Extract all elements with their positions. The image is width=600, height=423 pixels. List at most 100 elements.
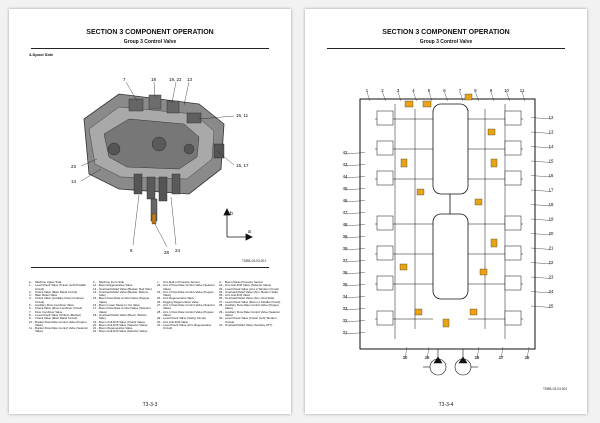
schematic-frame [359, 98, 536, 350]
legend-item: 19 -Boom Anti-Drift Valve (Check Valve) [93, 319, 153, 324]
schematic-label: 35 [343, 282, 348, 287]
callout-19-22: 19, 22 [169, 77, 182, 82]
legend-item-text: Check Valve (Main Relief Circuit) [35, 289, 78, 294]
legend-item-number: 23 - [157, 283, 162, 288]
leader-line [444, 91, 448, 102]
legend-item-number: 32 - [219, 283, 224, 288]
schematic-label: 3 [397, 88, 400, 93]
legend-item-number: 37 - [219, 299, 224, 304]
legend-item-text: Arm 2 Flow Rate Control Valve (Poppet Va… [163, 289, 214, 298]
legend-item: 32 -Arm Anti-Drift Valve (Selector Valve… [219, 283, 281, 288]
legend-item-text: Bucket Flow Rate Control Valve (Poppet V… [35, 319, 87, 327]
legend-item: 36 -Overload Relief Valve (Arm: Rod Side… [219, 297, 281, 301]
schematic-label: 23 [549, 275, 554, 280]
legend-item: 16 -Boom Lower Meter-In Cut Valve [93, 303, 153, 307]
callout-7: 7 [123, 77, 126, 82]
legend-item-text: Boom Raise Pressure Sensor [225, 280, 264, 284]
legend-item-text: Load Check Valve (Orifice) (Bucket) [35, 312, 81, 317]
legend-item-text: Overload Relief Valve (Bucket: Rod Side) [99, 286, 152, 291]
schematic-label: 30 [403, 355, 408, 360]
leader-line [490, 91, 495, 102]
legend-item-number: 7 - [29, 309, 33, 314]
schematic-label: 14 [549, 144, 554, 149]
legend-item-number: 26 - [157, 299, 162, 304]
leader-line [344, 320, 366, 323]
legend-item: 37 -Load Check Valve (Boom 2 Parallel Ci… [219, 299, 281, 304]
leader-line [521, 91, 526, 102]
legend-item: 20 -Boom Anti-Drift Valve (Selector Valv… [93, 323, 153, 327]
schematic-label: 4 [412, 88, 415, 93]
schematic-label: 9 [490, 88, 493, 93]
legend-item-number: 12 - [93, 283, 98, 288]
schematic-label: 12 [549, 115, 554, 120]
legend-item-text: Overload Relief Valve (Arm: Bottom Side) [225, 289, 279, 294]
schematic-label: 19 [549, 217, 554, 222]
legend-item-text: Main Relief Valve [35, 293, 58, 298]
legend-item-number: 38 - [219, 303, 224, 308]
schematic-label: 6 [443, 88, 446, 93]
leader-line [530, 204, 552, 207]
legend-item-text: Overload Relief Valve (Boom: Bottom Side… [99, 312, 147, 321]
callout-16-11: 16, 11 [236, 113, 249, 118]
legend-item: 29 -Load Check Valve (Swing Circuit) [157, 316, 217, 321]
legend-item-text: Load Check Valve (Arm Regenerative Circu… [163, 322, 212, 331]
legend-item-text: Auxiliary Flow Rate Control Valve (Poppe… [225, 303, 279, 311]
leader-line [344, 296, 366, 299]
internal-passages [375, 104, 523, 339]
leader-line [530, 160, 552, 163]
legend-item-text: Load Check Valve (Travel (Left) Tandem C… [225, 316, 277, 324]
legend-item: 8 -Load Check Valve (Orifice) (Bucket) [29, 312, 89, 317]
legend-item-text: Arm Regenerative Valve [163, 296, 195, 301]
legend-item-text: Arm 1 Flow Rate Control Valve (Selector … [163, 303, 215, 311]
schematic-label: 25 [549, 304, 554, 309]
schematic-label: 42 [343, 150, 348, 155]
legend-item-text: Load Check Valve (Travel (Left) Parallel… [35, 283, 86, 291]
legend-item: a -Machine Upper Side [29, 280, 89, 284]
legend-item-text: Arm 1 Flow Rate Control Valve (Poppet Va… [163, 309, 214, 317]
schematic-label: 5 [428, 88, 431, 93]
leader-line [344, 260, 366, 263]
leader-line [397, 91, 402, 102]
section-title: SECTION 3 COMPONENT OPERATION [382, 29, 510, 36]
legend-item-text: Arm 2 Flow Rate Control Valve (Selector … [163, 283, 215, 291]
legend-rule [31, 267, 269, 268]
legend-item-number: 39 - [219, 309, 224, 314]
schematic-label: 45 [343, 186, 348, 191]
legend-item-text: Machine Upper Side [35, 280, 62, 284]
legend-item-number: 30 - [157, 319, 162, 324]
legend-item: 33 -Load Check Valve (Arm 2 Tandem Circu… [219, 287, 281, 291]
schematic-label: 29 [425, 355, 430, 360]
leader-line [344, 308, 366, 311]
schematic-label: 13 [549, 130, 554, 135]
legend-item-number: 34 - [219, 289, 224, 294]
leader-line [530, 276, 552, 279]
schematic-label: 44 [343, 174, 348, 179]
title-rule [31, 48, 269, 49]
legend-item-number: 35 - [219, 293, 224, 298]
schematic-label: 17 [549, 188, 554, 193]
legend-item: 14 -Overload Relief Valve (Bucket: Botto… [93, 290, 153, 298]
legend-item-number: 5 - [29, 303, 33, 308]
legend-item-text: Load Check Valve (Boom 2 Parallel Circui… [225, 299, 281, 304]
legend-item-text: Boom Anti-Drift Valve (Check Valve) [99, 319, 145, 324]
legend-item-number: 6 - [29, 306, 33, 311]
schematic-label: 10 [504, 88, 509, 93]
legend-item: 35 -Arm Anti-Drift Valve [219, 293, 281, 298]
legend-item-number: 1 - [29, 283, 33, 288]
legend-item-number: 29 - [157, 316, 162, 321]
schematic-label: 18 [549, 202, 554, 207]
legend-item-text: Flow Combiner Valve [35, 309, 63, 314]
schematic-label: 1 [366, 88, 369, 93]
valve-body [83, 93, 225, 225]
schematic-label: 43 [343, 162, 348, 167]
legend-item-text: Boom Regenerative Valve [99, 283, 133, 288]
title-rule [327, 48, 565, 49]
legend-item-number: 8 - [29, 312, 33, 317]
legend-item-number: 18 - [93, 312, 98, 317]
legend-item: 38 -Auxiliary Flow Rate Control Valve (P… [219, 304, 281, 311]
upper-main-passage [432, 103, 469, 195]
leader-line [366, 91, 371, 102]
